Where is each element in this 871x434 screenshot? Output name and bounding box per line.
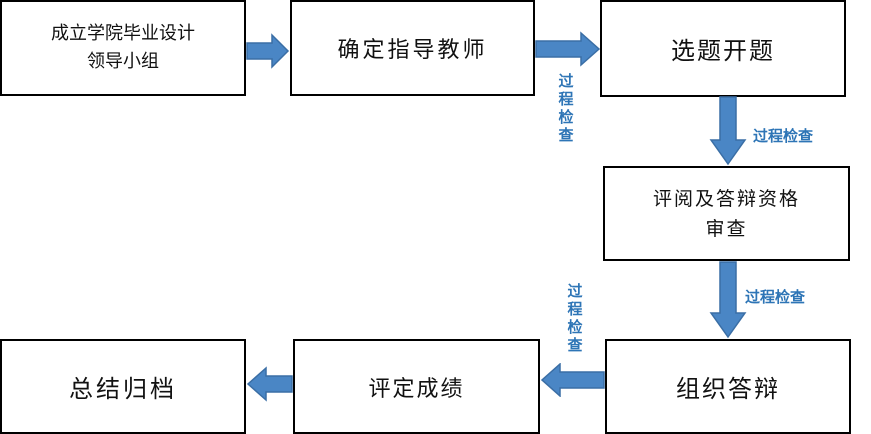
step-archive: 总结归档 xyxy=(0,339,246,434)
step-defense: 组织答辩 xyxy=(605,339,851,434)
arrow-down-2 xyxy=(709,261,747,339)
label-check-vertical-1: 过程检查 xyxy=(558,72,574,144)
step-defense-label: 组织答辩 xyxy=(676,375,780,403)
step-assign-advisor: 确定指导教师 xyxy=(290,0,535,96)
arrow-left-2 xyxy=(246,366,293,402)
arrow-right-2 xyxy=(535,31,601,67)
step-review-line2: 审查 xyxy=(705,217,748,240)
label-check-horizontal-2: 过程检查 xyxy=(745,288,806,306)
step-topic-label: 选题开题 xyxy=(671,37,775,65)
label-check-horizontal-1: 过程检查 xyxy=(753,127,814,145)
step-review-line1: 评阅及答辩资格 xyxy=(652,187,800,210)
step-form-group: 成立学院毕业设计 领导小组 xyxy=(0,0,246,96)
step-form-group-line2: 领导小组 xyxy=(87,51,159,72)
step-review: 评阅及答辩资格 审查 xyxy=(603,166,850,261)
step-grading-label: 评定成绩 xyxy=(368,376,465,402)
step-grading: 评定成绩 xyxy=(293,339,540,434)
step-topic: 选题开题 xyxy=(600,0,846,97)
step-form-group-line1: 成立学院毕业设计 xyxy=(51,23,195,44)
arrow-down-1 xyxy=(709,96,747,166)
arrow-left-1 xyxy=(540,363,605,397)
step-archive-label: 总结归档 xyxy=(69,375,177,403)
label-check-vertical-2: 过程检查 xyxy=(567,282,583,354)
arrow-right-1 xyxy=(246,33,290,69)
step-assign-advisor-label: 确定指导教师 xyxy=(337,38,488,63)
